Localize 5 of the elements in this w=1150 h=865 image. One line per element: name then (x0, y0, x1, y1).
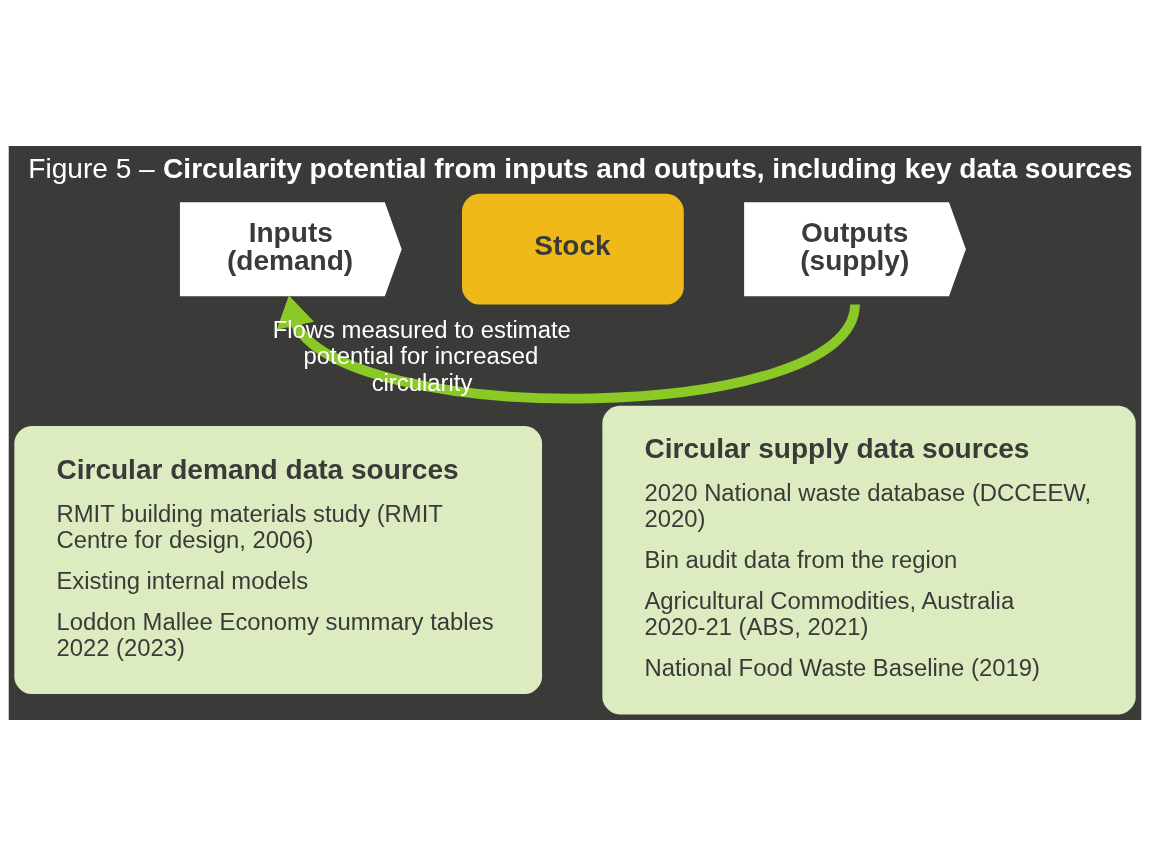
node-box: Stock (462, 193, 684, 305)
node-box: Circular demand data sources RMIT building materials study (RMIT Centre for design, 2006) Existing internal models Loddon Mallee Economy summary tables 2022 (2023) (14, 425, 542, 694)
node-box: Circular supply data sources 2020 National waste database (DCCEEW, 2020) Bin audit data from the region Agricultural Commodities, Australia 2020-21 (ABS, 2021) National Food Waste Baseline (2019) (602, 405, 1136, 714)
diagram-title: Figure 5 – Circularity potential from inputs and outputs, including key data sources (28, 152, 1133, 184)
arrow (276, 294, 860, 403)
